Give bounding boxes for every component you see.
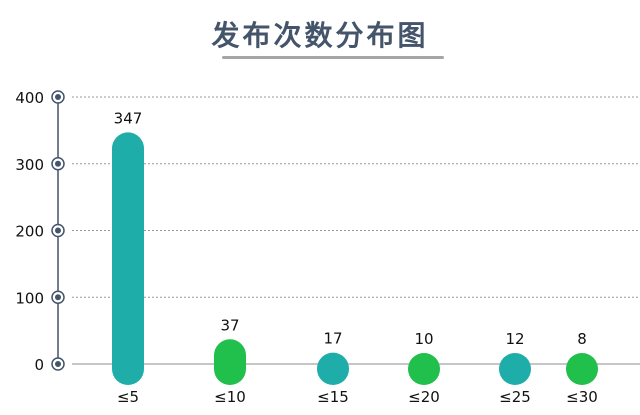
data-label: 10 [414, 330, 433, 348]
chart-title: 发布次数分布图 [211, 19, 429, 52]
axis-marker-dot [55, 227, 61, 234]
axis-marker-dot [55, 160, 61, 167]
bar [408, 353, 440, 385]
bar [566, 353, 598, 385]
bar [112, 132, 144, 385]
x-tick-label: ≤10 [214, 388, 246, 406]
x-tick-label: ≤15 [317, 388, 349, 406]
data-label: 12 [505, 330, 524, 348]
bar [499, 353, 531, 385]
axis-marker-dot [55, 294, 61, 301]
bar [214, 339, 246, 385]
bar [317, 352, 349, 385]
data-label: 347 [114, 109, 143, 127]
axis-marker-dot [55, 361, 61, 367]
data-label: 37 [220, 316, 239, 334]
x-tick-label: ≤20 [408, 388, 440, 406]
y-tick-label: 100 [15, 289, 44, 307]
axis-marker-dot [55, 94, 61, 100]
x-tick-label: ≤30 [566, 388, 598, 406]
y-tick-label: 0 [34, 356, 44, 374]
y-tick-label: 400 [15, 89, 44, 107]
data-label: 17 [323, 330, 342, 348]
y-tick-label: 200 [15, 223, 44, 241]
title-underline [222, 56, 444, 59]
data-label: 8 [577, 330, 587, 348]
x-tick-label: ≤25 [499, 388, 531, 406]
y-tick-label: 300 [15, 156, 44, 174]
x-tick-label: ≤5 [117, 388, 139, 406]
